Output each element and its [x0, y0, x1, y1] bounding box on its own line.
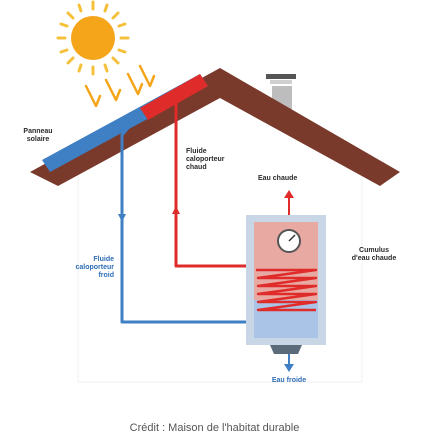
- tank-label: Cumulus d'eau chaude: [351, 247, 397, 262]
- chimney: [266, 74, 296, 110]
- sun-icon: [56, 0, 130, 76]
- hot-fluid-pipe: [174, 102, 256, 268]
- hot-water-label: Eau chaude: [258, 175, 298, 182]
- image-credit: Crédit : Maison de l'habitat durable: [129, 422, 300, 434]
- cold-fluid-pipe: [120, 127, 264, 324]
- arrow-up-icon: [284, 190, 294, 215]
- cold-flow-arrow-icon: [118, 214, 126, 222]
- solar-panel-label: Panneau solaire: [23, 128, 53, 143]
- water-tank: [246, 215, 326, 354]
- roof: [30, 68, 400, 186]
- arrow-down-icon: [284, 354, 294, 372]
- gauge-icon: [277, 229, 301, 253]
- cold-water-label: Eau froide: [271, 377, 307, 384]
- sun-rays-icon: [84, 64, 156, 108]
- hot-flow-arrow-icon: [172, 206, 180, 214]
- solar-panel-hot-section: [140, 74, 208, 120]
- cold-fluid-label: Fluide caloporteur froid: [75, 256, 114, 279]
- hot-fluid-label: Fluide caloporteur chaud: [186, 148, 225, 171]
